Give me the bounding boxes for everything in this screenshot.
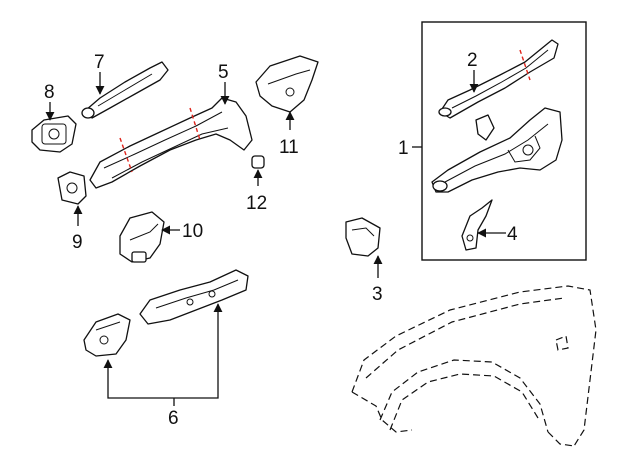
part-5-frame-rail	[89, 97, 253, 189]
part-7-rail	[81, 61, 169, 119]
part-11-panel	[255, 55, 319, 113]
part-6-lower-rail	[139, 269, 249, 325]
lower-apron-assembly	[431, 107, 563, 193]
part-9-plate	[57, 171, 87, 205]
callout-4: 4	[507, 224, 518, 245]
callout-6: 6	[168, 408, 179, 429]
callout-3: 3	[372, 284, 383, 305]
callout-8: 8	[44, 82, 55, 103]
callout-5: 5	[218, 62, 229, 83]
callout-10: 10	[182, 221, 203, 242]
fender-outline	[351, 285, 597, 447]
part-12-plug	[251, 155, 265, 169]
part-3-bracket	[345, 217, 381, 257]
callout-7: 7	[94, 52, 105, 73]
callout-1: 1	[398, 138, 409, 159]
callout-11: 11	[279, 137, 299, 158]
part-2-upper-rail	[438, 39, 559, 119]
part-8-bracket	[31, 115, 77, 153]
assembly-box	[421, 21, 587, 261]
part-6-bracket	[83, 313, 131, 357]
part-4-bracket	[461, 199, 493, 251]
callout-9: 9	[72, 232, 83, 253]
part-10-bracket	[119, 211, 165, 263]
leader-6	[107, 384, 219, 399]
callout-12: 12	[246, 193, 267, 214]
callout-2: 2	[467, 50, 478, 71]
